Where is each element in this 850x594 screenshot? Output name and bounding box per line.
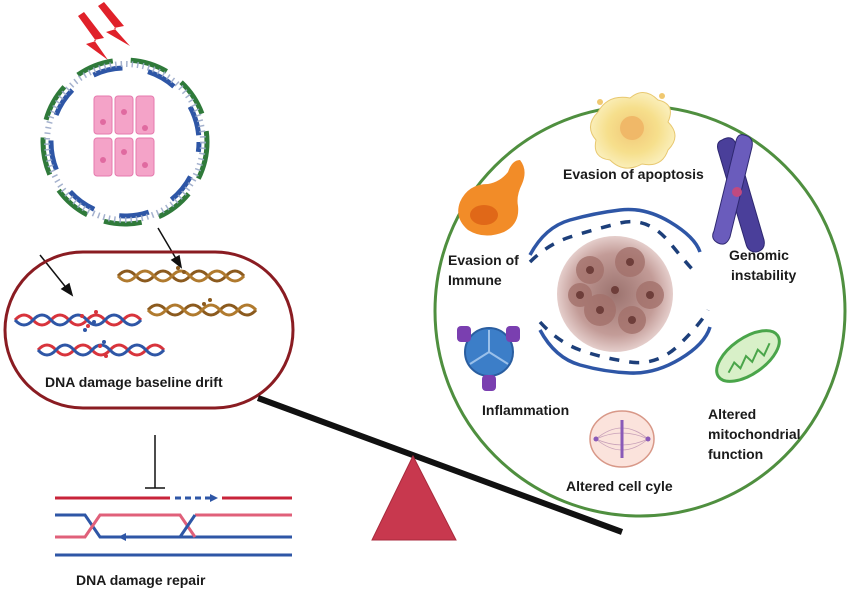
genomic-label-line2: instability: [731, 267, 797, 283]
lightning-icon: [78, 2, 130, 60]
immune-cell-icon: [458, 160, 525, 236]
genomic-label-line1: Genomic: [729, 247, 789, 263]
baseline-drift-label: DNA damage baseline drift: [45, 374, 223, 390]
fulcrum-triangle-icon: [371, 454, 457, 541]
altered-cell-cycle-label: Altered cell cyle: [566, 478, 673, 494]
mitotic-cell-icon: [589, 410, 655, 468]
mito-label-line2: mitochondrial: [708, 426, 801, 442]
inhibition-line: [145, 435, 165, 489]
mito-label-line1: Altered: [708, 406, 757, 422]
cells-icon: [93, 95, 155, 177]
evasion-immune-label-line2: Immune: [448, 272, 502, 288]
tumor-cluster-icon: [528, 207, 712, 375]
dna-ring-icon: [40, 57, 210, 227]
mito-label-line3: function: [708, 446, 764, 462]
arrows: [39, 227, 183, 297]
repair-label: DNA damage repair: [76, 572, 206, 588]
repair-strands-icon: [55, 494, 292, 557]
mitochondria-icon: [715, 329, 781, 383]
baseline-drift-capsule: [3, 250, 295, 410]
balance-beam: [256, 395, 624, 535]
inflammation-icon: [457, 326, 520, 391]
evasion-immune-label-line1: Evasion of: [448, 252, 519, 268]
evasion-apoptosis-label: Evasion of apoptosis: [563, 166, 704, 182]
damaged-dna-icon: [13, 266, 258, 358]
chromosome-icon: [712, 134, 765, 253]
inflammation-label: Inflammation: [482, 402, 570, 418]
apoptotic-cell-icon: [590, 92, 676, 169]
